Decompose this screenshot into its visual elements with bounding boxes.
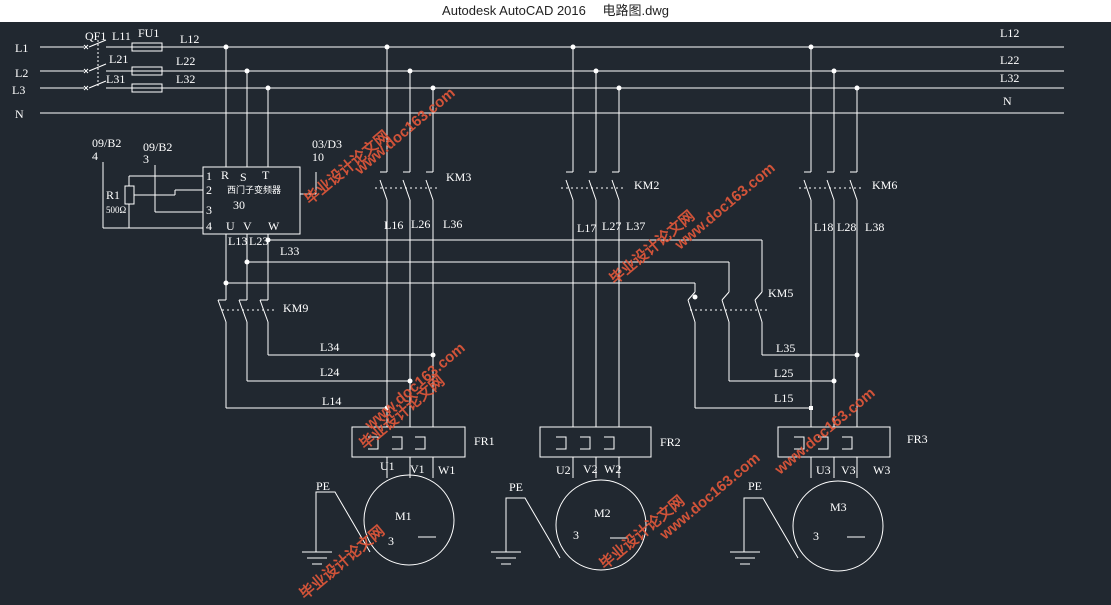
label-l32-right: L32: [1000, 71, 1019, 85]
title-bar: Autodesk AutoCAD 2016 电路图.dwg: [0, 0, 1111, 22]
drawing-canvas[interactable]: L1 L2 L3 N QF1 L11 FU1 L21 L31 L12 L22 L…: [0, 22, 1111, 605]
label-vfd-r: R: [221, 168, 229, 182]
label-vfd-4: 4: [206, 219, 212, 233]
label-m3-phase: 3: [813, 529, 819, 543]
branch-1: [302, 44, 466, 566]
label-vfd-u: U: [226, 219, 235, 233]
branch-3: [730, 47, 891, 572]
label-l15: L15: [774, 391, 793, 405]
label-l21: L21: [109, 52, 128, 66]
label-ref-10: 10: [312, 150, 324, 164]
contactor-km9: [217, 299, 433, 409]
label-m2: M2: [594, 506, 611, 520]
label-w1: W1: [438, 463, 455, 477]
label-l16: L16: [384, 218, 403, 232]
label-km5: KM5: [768, 286, 793, 300]
label-l11: L11: [112, 29, 131, 43]
label-n-right: N: [1003, 94, 1012, 108]
label-l2: L2: [15, 66, 28, 80]
label-pe-2: PE: [509, 480, 523, 494]
label-l17: L17: [577, 221, 596, 235]
label-km6: KM6: [872, 178, 897, 192]
label-n: N: [15, 107, 24, 121]
label-u1: U1: [380, 459, 395, 473]
branch-2: [491, 47, 652, 571]
label-m3: M3: [830, 500, 847, 514]
cross-wiring: [223, 237, 763, 300]
breaker-qf1: [83, 39, 132, 91]
label-l22-right: L22: [1000, 53, 1019, 67]
label-l14: L14: [322, 394, 341, 408]
label-vfd-1: 1: [206, 169, 212, 183]
label-w2: W2: [604, 462, 621, 476]
label-l34: L34: [320, 340, 339, 354]
label-l33: L33: [280, 244, 299, 258]
label-vfd-30: 30: [233, 198, 245, 212]
label-l37: L37: [626, 219, 645, 233]
label-l38: L38: [865, 220, 884, 234]
watermark-url-3: www.doc163.com: [361, 339, 469, 433]
label-vfd-v: V: [243, 219, 252, 233]
label-vfd-2: 2: [206, 183, 212, 197]
label-vfd-w: W: [268, 219, 280, 233]
label-km9: KM9: [283, 301, 308, 315]
label-l24: L24: [320, 365, 339, 379]
contactor-km5: [687, 291, 857, 409]
label-fr3: FR3: [907, 432, 928, 446]
window-title: Autodesk AutoCAD 2016 电路图.dwg: [442, 3, 669, 18]
label-vfd-3: 3: [206, 203, 212, 217]
fuse-fu1: [131, 42, 1064, 93]
label-pe-1: PE: [316, 479, 330, 493]
label-m2-phase: 3: [573, 528, 579, 542]
label-fu1: FU1: [138, 26, 159, 40]
label-fr2: FR2: [660, 435, 681, 449]
label-ref-03d3: 03/D3: [312, 137, 342, 151]
label-l3: L3: [12, 83, 25, 97]
label-l12-right: L12: [1000, 26, 1019, 40]
label-ref-09b2-b: 09/B2: [143, 140, 172, 154]
label-m1-phase: 3: [388, 534, 394, 548]
label-l22: L22: [176, 54, 195, 68]
label-l1: L1: [15, 41, 28, 55]
label-l36: L36: [443, 217, 462, 231]
watermark-url-1: www.doc163.com: [351, 84, 459, 178]
watermark-text-5: 毕业设计论文网: [296, 522, 388, 603]
label-v3: V3: [841, 463, 856, 477]
label-u2: U2: [556, 463, 571, 477]
label-l35: L35: [776, 341, 795, 355]
label-qf1: QF1: [85, 29, 106, 43]
label-l31: L31: [106, 72, 125, 86]
label-km2: KM2: [634, 178, 659, 192]
label-pe-3: PE: [748, 479, 762, 493]
label-l23: L23: [249, 234, 268, 248]
label-km3: KM3: [446, 170, 471, 184]
label-l32: L32: [176, 72, 195, 86]
label-l26: L26: [411, 217, 430, 231]
label-vfd-name: 西门子变频器: [227, 184, 281, 195]
vfd-block: [102, 47, 317, 300]
label-vfd-s: S: [240, 170, 247, 184]
label-r1-value: 500Ω: [106, 205, 127, 215]
main-bus: [40, 39, 1064, 114]
label-l13: L13: [228, 234, 247, 248]
label-v1: V1: [410, 462, 425, 476]
label-v2: V2: [583, 462, 598, 476]
label-l28: L28: [837, 220, 856, 234]
label-l27: L27: [602, 219, 621, 233]
label-l25: L25: [774, 366, 793, 380]
label-ref-4: 4: [92, 149, 98, 163]
label-u3: U3: [816, 463, 831, 477]
label-r1: R1: [106, 188, 120, 202]
label-w3: W3: [873, 463, 890, 477]
label-m1: M1: [395, 509, 412, 523]
label-l12: L12: [180, 32, 199, 46]
label-ref-09b2-a: 09/B2: [92, 136, 121, 150]
label-fr1: FR1: [474, 434, 495, 448]
label-vfd-t: T: [262, 168, 270, 182]
bus-junctions: [223, 44, 860, 91]
label-ref-3: 3: [143, 152, 149, 166]
label-l18: L18: [814, 220, 833, 234]
